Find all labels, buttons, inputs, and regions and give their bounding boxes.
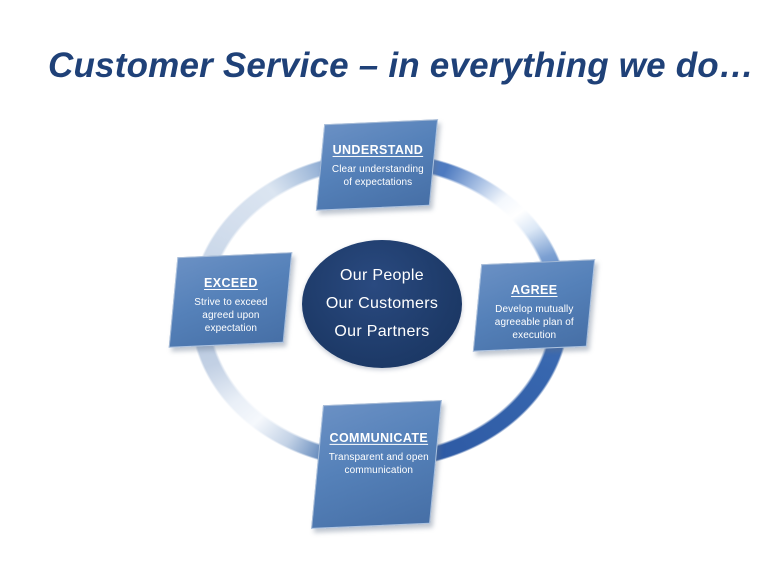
node-communicate: COMMUNICATE Transparent and open communi… [311,400,442,529]
center-line-people: Our People [340,267,424,284]
node-exceed: EXCEED Strive to exceed agreed upon expe… [168,252,293,348]
node-body: Strive to exceed agreed upon expectation [194,296,268,334]
node-body: Transparent and open communication [328,451,429,476]
center-ellipse: Our People Our Customers Our Partners [302,240,462,368]
node-heading: COMMUNICATE [329,430,429,445]
node-understand: UNDERSTAND Clear understanding of expect… [315,119,439,211]
node-heading: UNDERSTAND [332,142,424,157]
node-body: Develop mutually agreeable plan of execu… [494,303,574,341]
center-line-customers: Our Customers [325,295,439,312]
node-agree-content: AGREE Develop mutually agreeable plan of… [478,263,590,342]
node-communicate-content: COMMUNICATE Transparent and open communi… [320,404,437,477]
node-heading: EXCEED [204,275,258,290]
node-body: Clear understanding of expectations [331,163,424,188]
node-heading: AGREE [511,282,558,297]
node-understand-content: UNDERSTAND Clear understanding of expect… [322,123,434,189]
node-agree: AGREE Develop mutually agreeable plan of… [472,259,596,352]
center-line-partners: Our Partners [334,323,430,340]
node-exceed-content: EXCEED Strive to exceed agreed upon expe… [174,256,287,335]
page-title: Customer Service – in everything we do… [48,46,755,85]
